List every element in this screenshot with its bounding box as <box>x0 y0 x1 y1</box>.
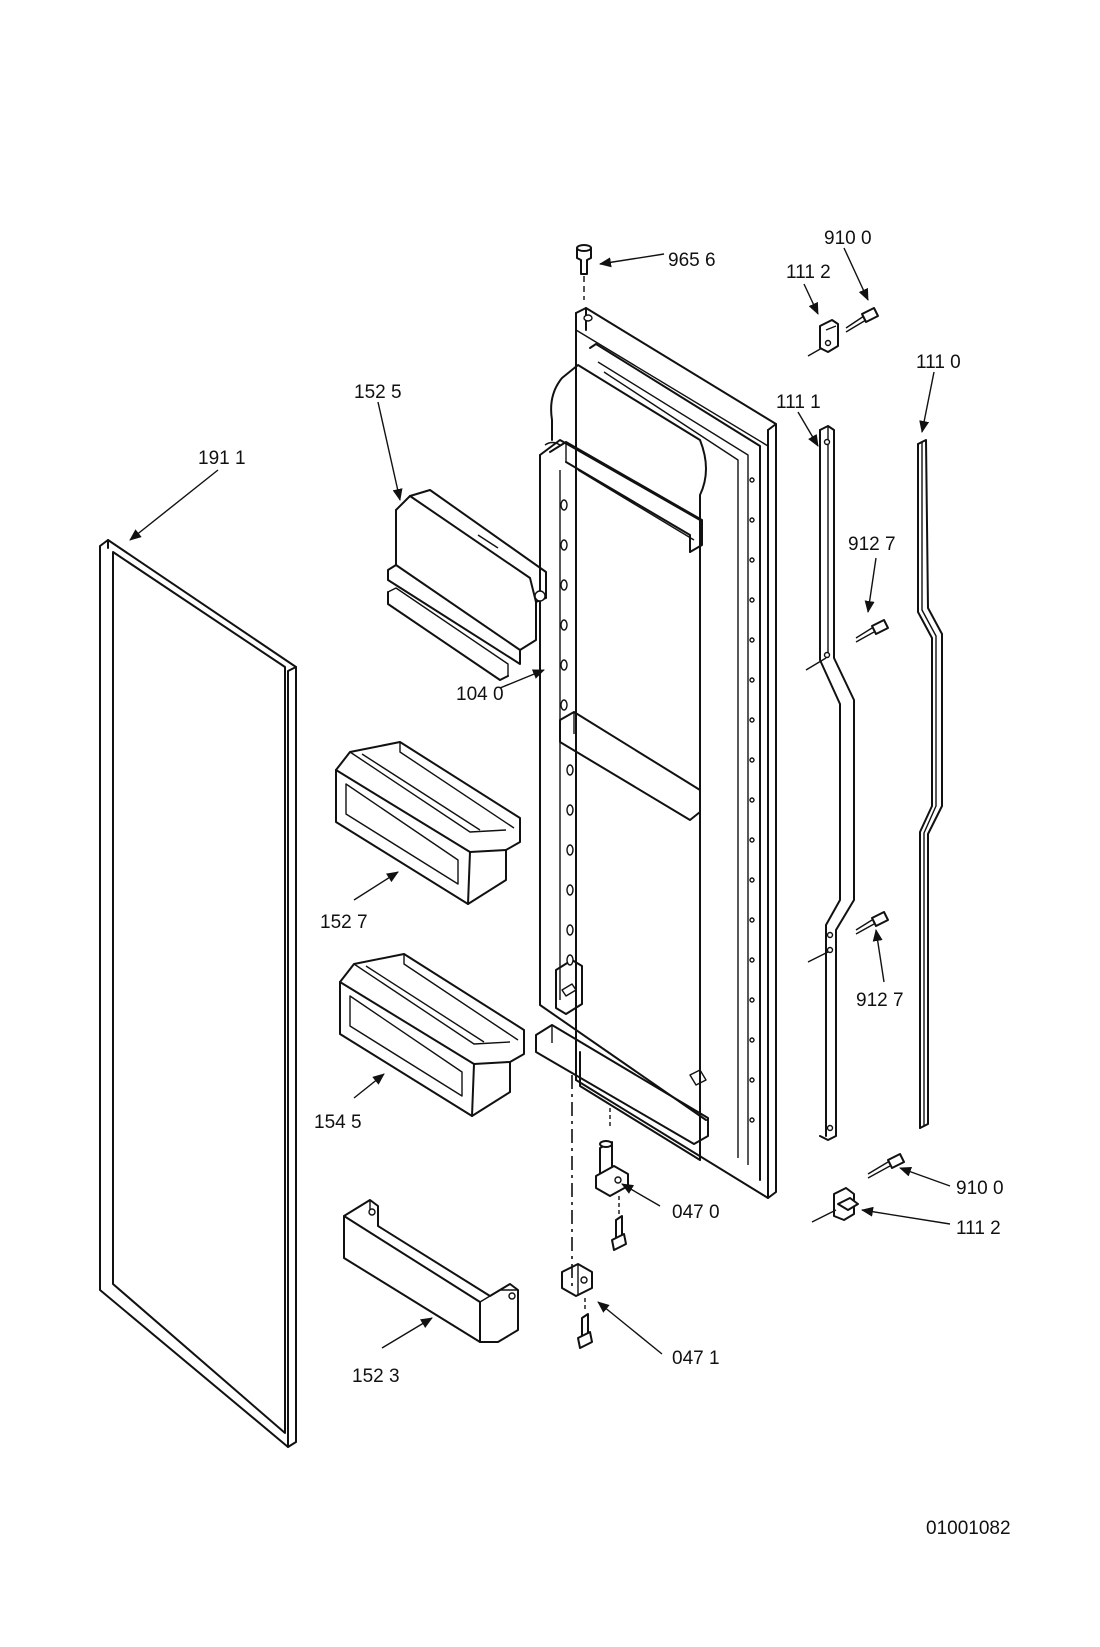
callout-910-0-bottom: 910 0 <box>956 1178 1004 1199</box>
dairy-compartment <box>387 489 547 681</box>
callout-111-2-top: 111 2 <box>786 262 831 283</box>
lower-hinge-upper <box>595 1140 629 1251</box>
callout-154-5: 154 5 <box>314 1112 362 1133</box>
door-top-pin <box>576 244 592 300</box>
door-bin-upper <box>335 741 521 905</box>
callout-912-7-upper: 912 7 <box>848 534 896 555</box>
trim-strip <box>917 439 943 1129</box>
door-bin-lower <box>339 953 525 1117</box>
callout-047-0: 047 0 <box>672 1202 720 1223</box>
door-bin-bottom <box>343 1199 519 1343</box>
bottom-hinge-screw <box>867 1153 905 1179</box>
callout-152-5: 152 5 <box>354 382 402 403</box>
callout-111-1: 111 1 <box>776 392 821 413</box>
top-hinge-bracket <box>807 319 839 357</box>
bottom-hinge-bracket <box>811 1187 859 1223</box>
callout-965-6: 965 6 <box>668 250 716 271</box>
door-edge-dots <box>749 477 755 1123</box>
callout-152-3: 152 3 <box>352 1366 400 1387</box>
callout-111-0: 111 0 <box>916 352 961 373</box>
top-hinge-screw <box>845 307 879 333</box>
callout-111-2-bottom: 111 2 <box>956 1218 1001 1239</box>
leader-lines <box>129 247 951 1355</box>
hinge-strip <box>805 425 855 1141</box>
callout-104-0: 104 0 <box>456 684 504 705</box>
door-liner-holes <box>560 499 574 966</box>
lower-hinge-lower <box>561 1263 593 1349</box>
diagram-code: 01001082 <box>926 1518 1011 1539</box>
callout-152-7: 152 7 <box>320 912 368 933</box>
hinge-strip-screw-upper <box>855 619 889 643</box>
callout-912-7-lower: 912 7 <box>856 990 904 1011</box>
door-gasket <box>99 539 297 1448</box>
hinge-strip-screw-lower <box>855 911 889 935</box>
callout-191-1: 191 1 <box>198 448 246 469</box>
callout-047-1: 047 1 <box>672 1348 720 1369</box>
callout-910-0-top: 910 0 <box>824 228 872 249</box>
door-panel <box>535 307 777 1199</box>
